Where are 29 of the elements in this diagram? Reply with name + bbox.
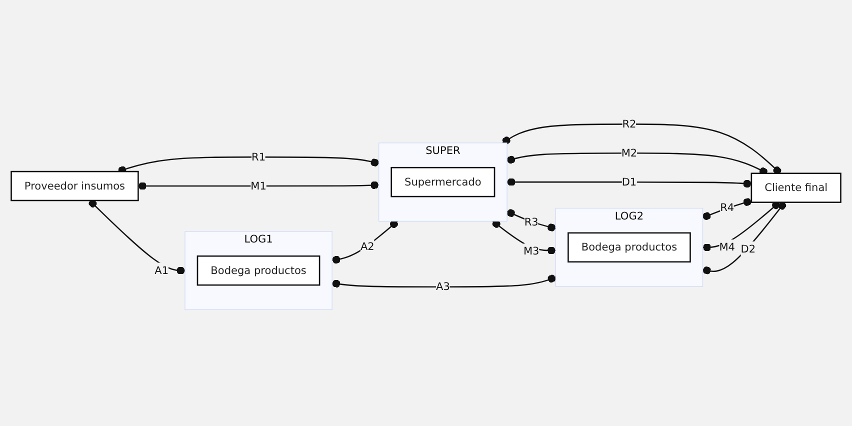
edge-label: A3 xyxy=(436,280,450,293)
connector xyxy=(502,124,782,174)
connector xyxy=(88,200,185,275)
edge-label: M3 xyxy=(523,244,540,258)
node-box: Proveedor insumos xyxy=(10,170,139,202)
connector xyxy=(702,202,786,274)
edge-label: M4 xyxy=(719,240,735,254)
connector xyxy=(702,201,780,252)
connector xyxy=(138,181,379,190)
edge-label: R3 xyxy=(524,216,538,228)
edge-label: M2 xyxy=(621,146,638,160)
node-box: Supermercado xyxy=(390,166,496,198)
connector xyxy=(506,209,556,232)
node-box: Bodega productos xyxy=(568,232,691,263)
node-box: Bodega productos xyxy=(196,255,320,286)
edge-label: R1 xyxy=(252,150,266,163)
edge-label: M1 xyxy=(250,179,266,192)
connector xyxy=(702,198,752,220)
connector xyxy=(332,274,556,288)
edge-label: D2 xyxy=(740,242,756,256)
connector xyxy=(507,178,752,188)
edge-label: R2 xyxy=(622,118,636,130)
connector xyxy=(492,220,556,254)
node-box: Cliente final xyxy=(750,172,842,203)
edge-label: A2 xyxy=(360,240,374,253)
edge-label: A1 xyxy=(154,264,169,276)
edge-label: D1 xyxy=(622,175,637,188)
edge-label: R4 xyxy=(720,201,734,214)
connector xyxy=(332,220,398,264)
